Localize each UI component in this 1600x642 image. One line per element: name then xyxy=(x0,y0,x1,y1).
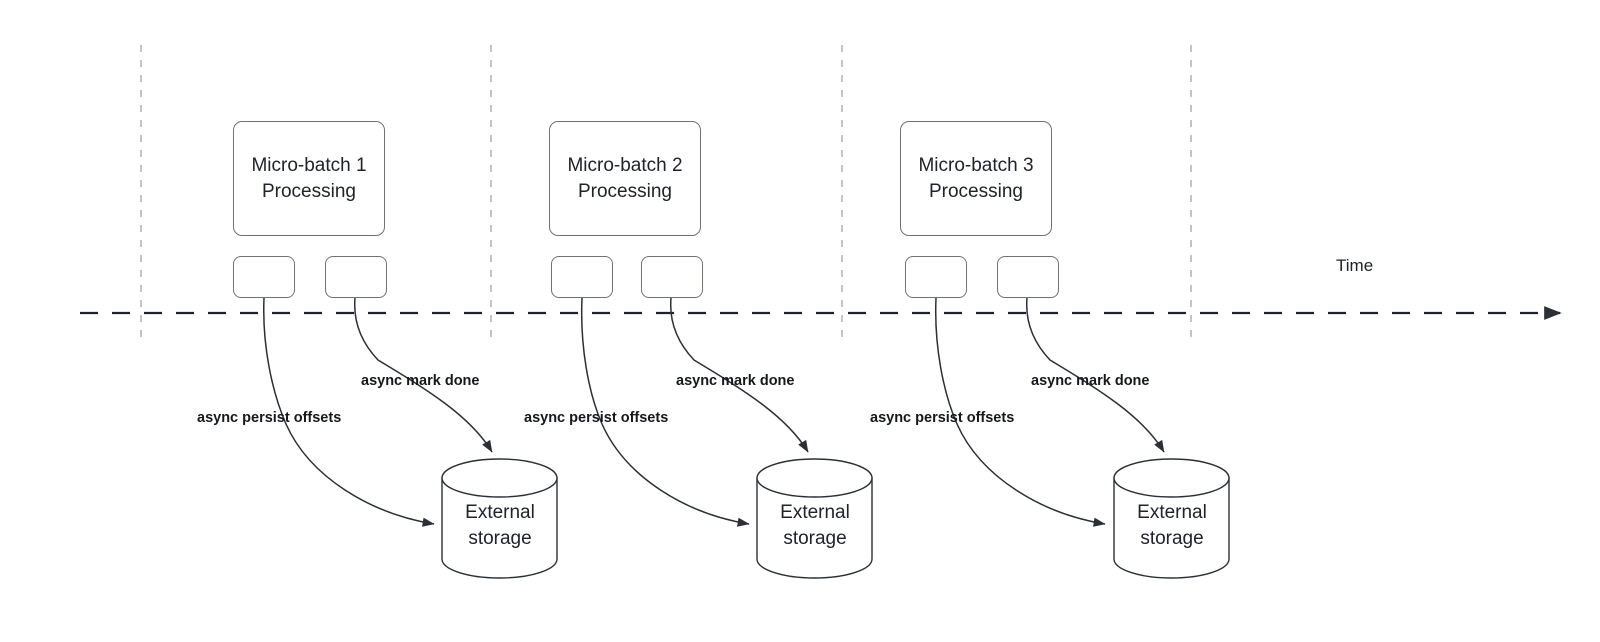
storage-cylinder-top-3 xyxy=(1113,458,1230,498)
storage-cylinder-top-2 xyxy=(756,458,873,498)
microbatch-task-box-2b[interactable] xyxy=(641,256,703,298)
markdone-edge-1 xyxy=(353,297,493,453)
microbatch-box-3[interactable]: Micro-batch 3 Processing xyxy=(900,121,1052,236)
storage-cylinder-body-3 xyxy=(1113,477,1230,579)
persist-offsets-label-1: async persist offsets xyxy=(197,410,342,426)
microbatch-task-box-3a[interactable] xyxy=(905,256,967,298)
microbatch-task-box-3b[interactable] xyxy=(997,256,1059,298)
mark-done-label-3: async mark done xyxy=(1031,373,1150,389)
storage-cylinder-body-1 xyxy=(441,477,558,579)
external-storage-1[interactable]: External storage xyxy=(442,458,558,578)
markdone-edge-3 xyxy=(1025,297,1165,453)
microbatch-task-box-2a[interactable] xyxy=(551,256,613,298)
mark-done-label-1: async mark done xyxy=(361,373,480,389)
microbatch-box-1[interactable]: Micro-batch 1 Processing xyxy=(233,121,385,236)
external-storage-label-3: External storage xyxy=(1137,502,1207,549)
microbatch-label-3: Micro-batch 3 Processing xyxy=(918,154,1034,202)
external-storage-3[interactable]: External storage xyxy=(1114,458,1230,578)
external-storage-label-1: External storage xyxy=(465,502,535,549)
persist-edge-3 xyxy=(934,297,1106,527)
mark-done-label-2: async mark done xyxy=(676,373,795,389)
microbatch-label-2: Micro-batch 2 Processing xyxy=(567,154,683,202)
microbatch-task-box-1b[interactable] xyxy=(325,256,387,298)
microbatch-box-2[interactable]: Micro-batch 2 Processing xyxy=(549,121,701,236)
time-axis-label: Time xyxy=(1336,256,1374,275)
storage-cylinder-body-2 xyxy=(756,477,873,579)
persist-edge-2 xyxy=(580,297,750,527)
storage-cylinder-top-1 xyxy=(441,458,558,498)
microbatch-task-box-1a[interactable] xyxy=(233,256,295,298)
persist-offsets-label-2: async persist offsets xyxy=(524,410,669,426)
external-storage-2[interactable]: External storage xyxy=(757,458,873,578)
external-storage-label-2: External storage xyxy=(780,502,850,549)
microbatch-label-1: Micro-batch 1 Processing xyxy=(251,154,367,202)
persist-offsets-label-3: async persist offsets xyxy=(870,410,1015,426)
markdone-edge-2 xyxy=(669,297,809,453)
persist-edge-1 xyxy=(262,297,435,527)
